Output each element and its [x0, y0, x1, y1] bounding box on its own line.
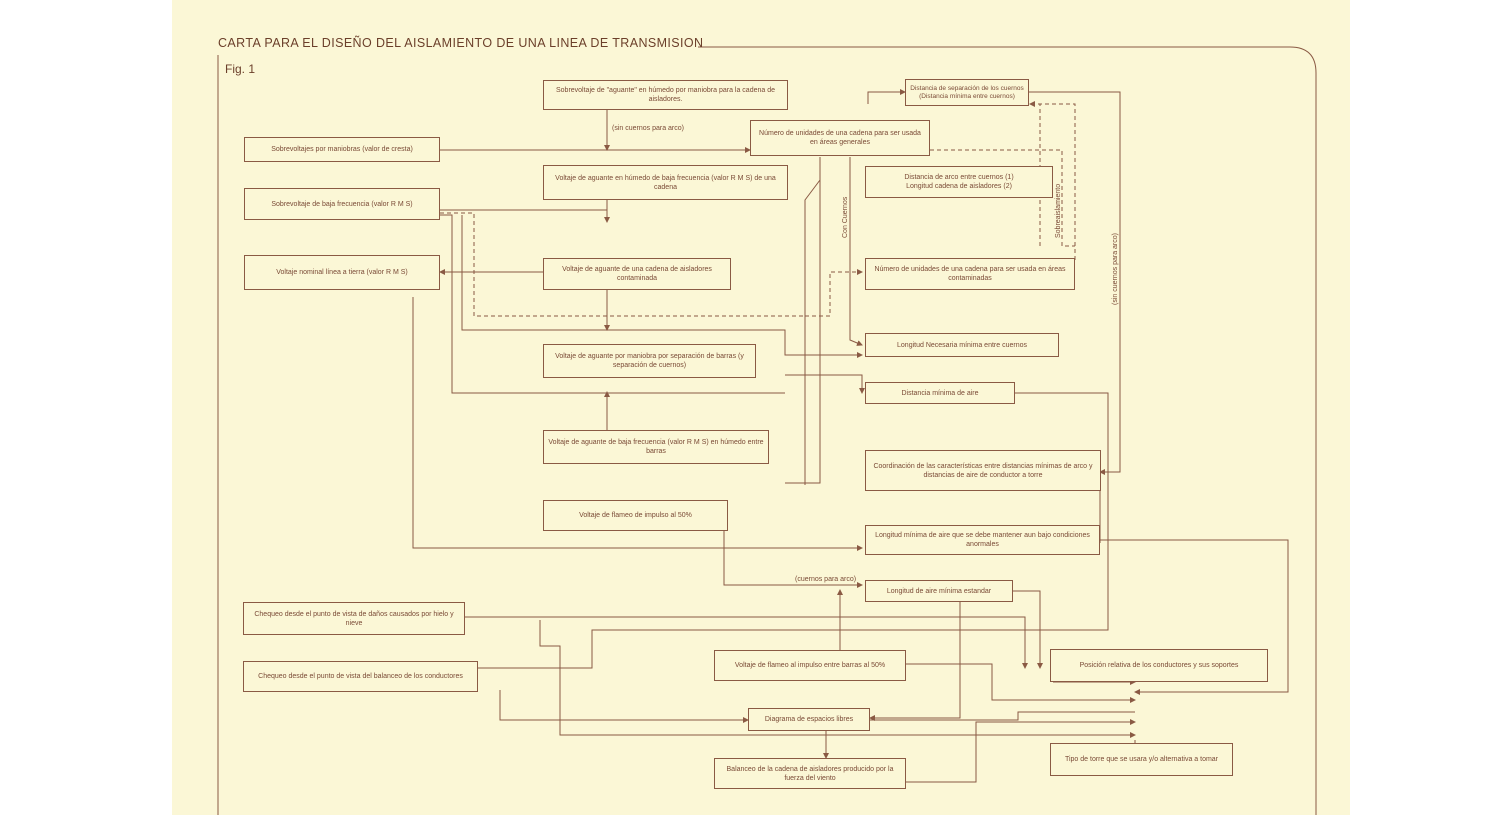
- node-chequeo-hielo-nieve: Chequeo desde el punto de vista de daños…: [243, 602, 465, 635]
- node-voltaje-nominal: Voltaje nominal línea a tierra (valor R …: [244, 255, 440, 290]
- edge-label-con-cuernos: Con Cuernos: [842, 196, 849, 238]
- node-distancia-arco-longitud-cadena: Distancia de arco entre cuernos (1) Long…: [865, 166, 1053, 198]
- edge-label-cuernos-para-arco: (cuernos para arco): [795, 576, 857, 583]
- node-sobrevoltajes-maniobras: Sobrevoltajes por maniobras (valor de cr…: [244, 137, 440, 162]
- edge-label-sin-cuernos: (sin cuernos para arco): [612, 125, 684, 132]
- node-coordinacion-distancias: Coordinación de las características entr…: [865, 450, 1101, 491]
- node-sobrevoltaje-baja-frecuencia: Sobrevoltaje de baja frecuencia (valor R…: [244, 188, 440, 220]
- node-aguante-separacion-barras: Voltaje de aguante por maniobra por sepa…: [543, 344, 756, 378]
- node-chequeo-balanceo: Chequeo desde el punto de vista del bala…: [243, 661, 478, 692]
- node-diagrama-espacios: Diagrama de espacios libres: [748, 708, 870, 731]
- node-flameo-impulso-50: Voltaje de flameo de impulso al 50%: [543, 500, 728, 531]
- node-unidades-areas-contaminadas: Número de unidades de una cadena para se…: [865, 258, 1075, 290]
- node-aguante-contaminada: Voltaje de aguante de una cadena de aisl…: [543, 258, 731, 290]
- node-unidades-areas-generales: Número de unidades de una cadena para se…: [750, 120, 930, 156]
- node-aguante-humedo-cadena: Voltaje de aguante en húmedo de baja fre…: [543, 165, 788, 200]
- node-longitud-aire-estandar: Longitud de aire mínima estandar: [865, 580, 1013, 602]
- edge-label-sobreaislamiento: Sobreaislamiento: [1055, 183, 1062, 238]
- node-flameo-impulso-barras: Voltaje de flameo al impulso entre barra…: [714, 650, 906, 681]
- node-balanceo-viento: Balanceo de la cadena de aisladores prod…: [714, 758, 906, 789]
- node-aguante-humedo-maniobra: Sobrevoltaje de "aguante" en húmedo por …: [543, 80, 788, 110]
- node-posicion-relativa: Posición relativa de los conductores y s…: [1050, 649, 1268, 682]
- node-longitud-minima-cuernos: Longitud Necesaria mínima entre cuernos: [865, 333, 1059, 357]
- node-separacion-cuernos: Distancia de separación de los cuernos (…: [905, 79, 1029, 106]
- edge-label-sin-cuernos-vertical: (sin cuernos para arco): [1112, 233, 1119, 305]
- page-title: CARTA PARA EL DISEÑO DEL AISLAMIENTO DE …: [218, 36, 704, 50]
- node-aguante-baja-frecuencia-barras: Voltaje de aguante de baja frecuencia (v…: [543, 430, 769, 464]
- node-tipo-torre: Tipo de torre que se usara y/o alternati…: [1050, 743, 1233, 776]
- node-distancia-minima-aire: Distancia mínima de aire: [865, 382, 1015, 404]
- figure-label: Fig. 1: [225, 62, 256, 76]
- node-longitud-minima-anormal: Longitud mínima de aire que se debe mant…: [865, 525, 1100, 555]
